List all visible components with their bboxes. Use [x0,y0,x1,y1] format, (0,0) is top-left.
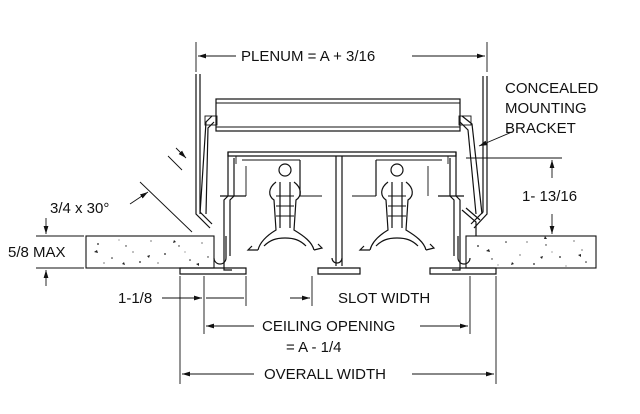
dimension-plenum [195,42,488,72]
angle-label: 3/4 x 30° [50,200,109,217]
ceiling-opening-label-1: CEILING OPENING [262,318,395,335]
angle-leader [129,147,193,233]
overall-width-label: OVERALL WIDTH [264,366,386,383]
offset-label: 1-1/8 [118,290,152,307]
plenum-walls [195,74,488,236]
dimension-height [466,157,562,237]
ceiling-opening-label-2: = A - 1/4 [286,339,341,356]
pattern-controller-right [358,163,436,251]
diffuser-frame [179,151,497,275]
bracket-leader [478,131,513,147]
pattern-controller-left [246,163,324,251]
concealed-label-1: CONCEALED [505,80,599,97]
plenum-box [204,98,472,132]
concealed-label-3: BRACKET [505,120,576,137]
ceiling-panel-right [465,235,597,269]
concealed-label-2: MOUNTING [505,100,587,117]
ceiling-panel-left [85,235,215,269]
slot-width-label: SLOT WIDTH [338,290,430,307]
dimension-offset-slot [162,276,497,384]
dimension-thickness [36,218,84,286]
plenum-label: PLENUM = A + 3/16 [241,48,375,65]
height-label: 1- 13/16 [522,188,577,205]
thickness-label: 5/8 MAX [8,244,66,261]
